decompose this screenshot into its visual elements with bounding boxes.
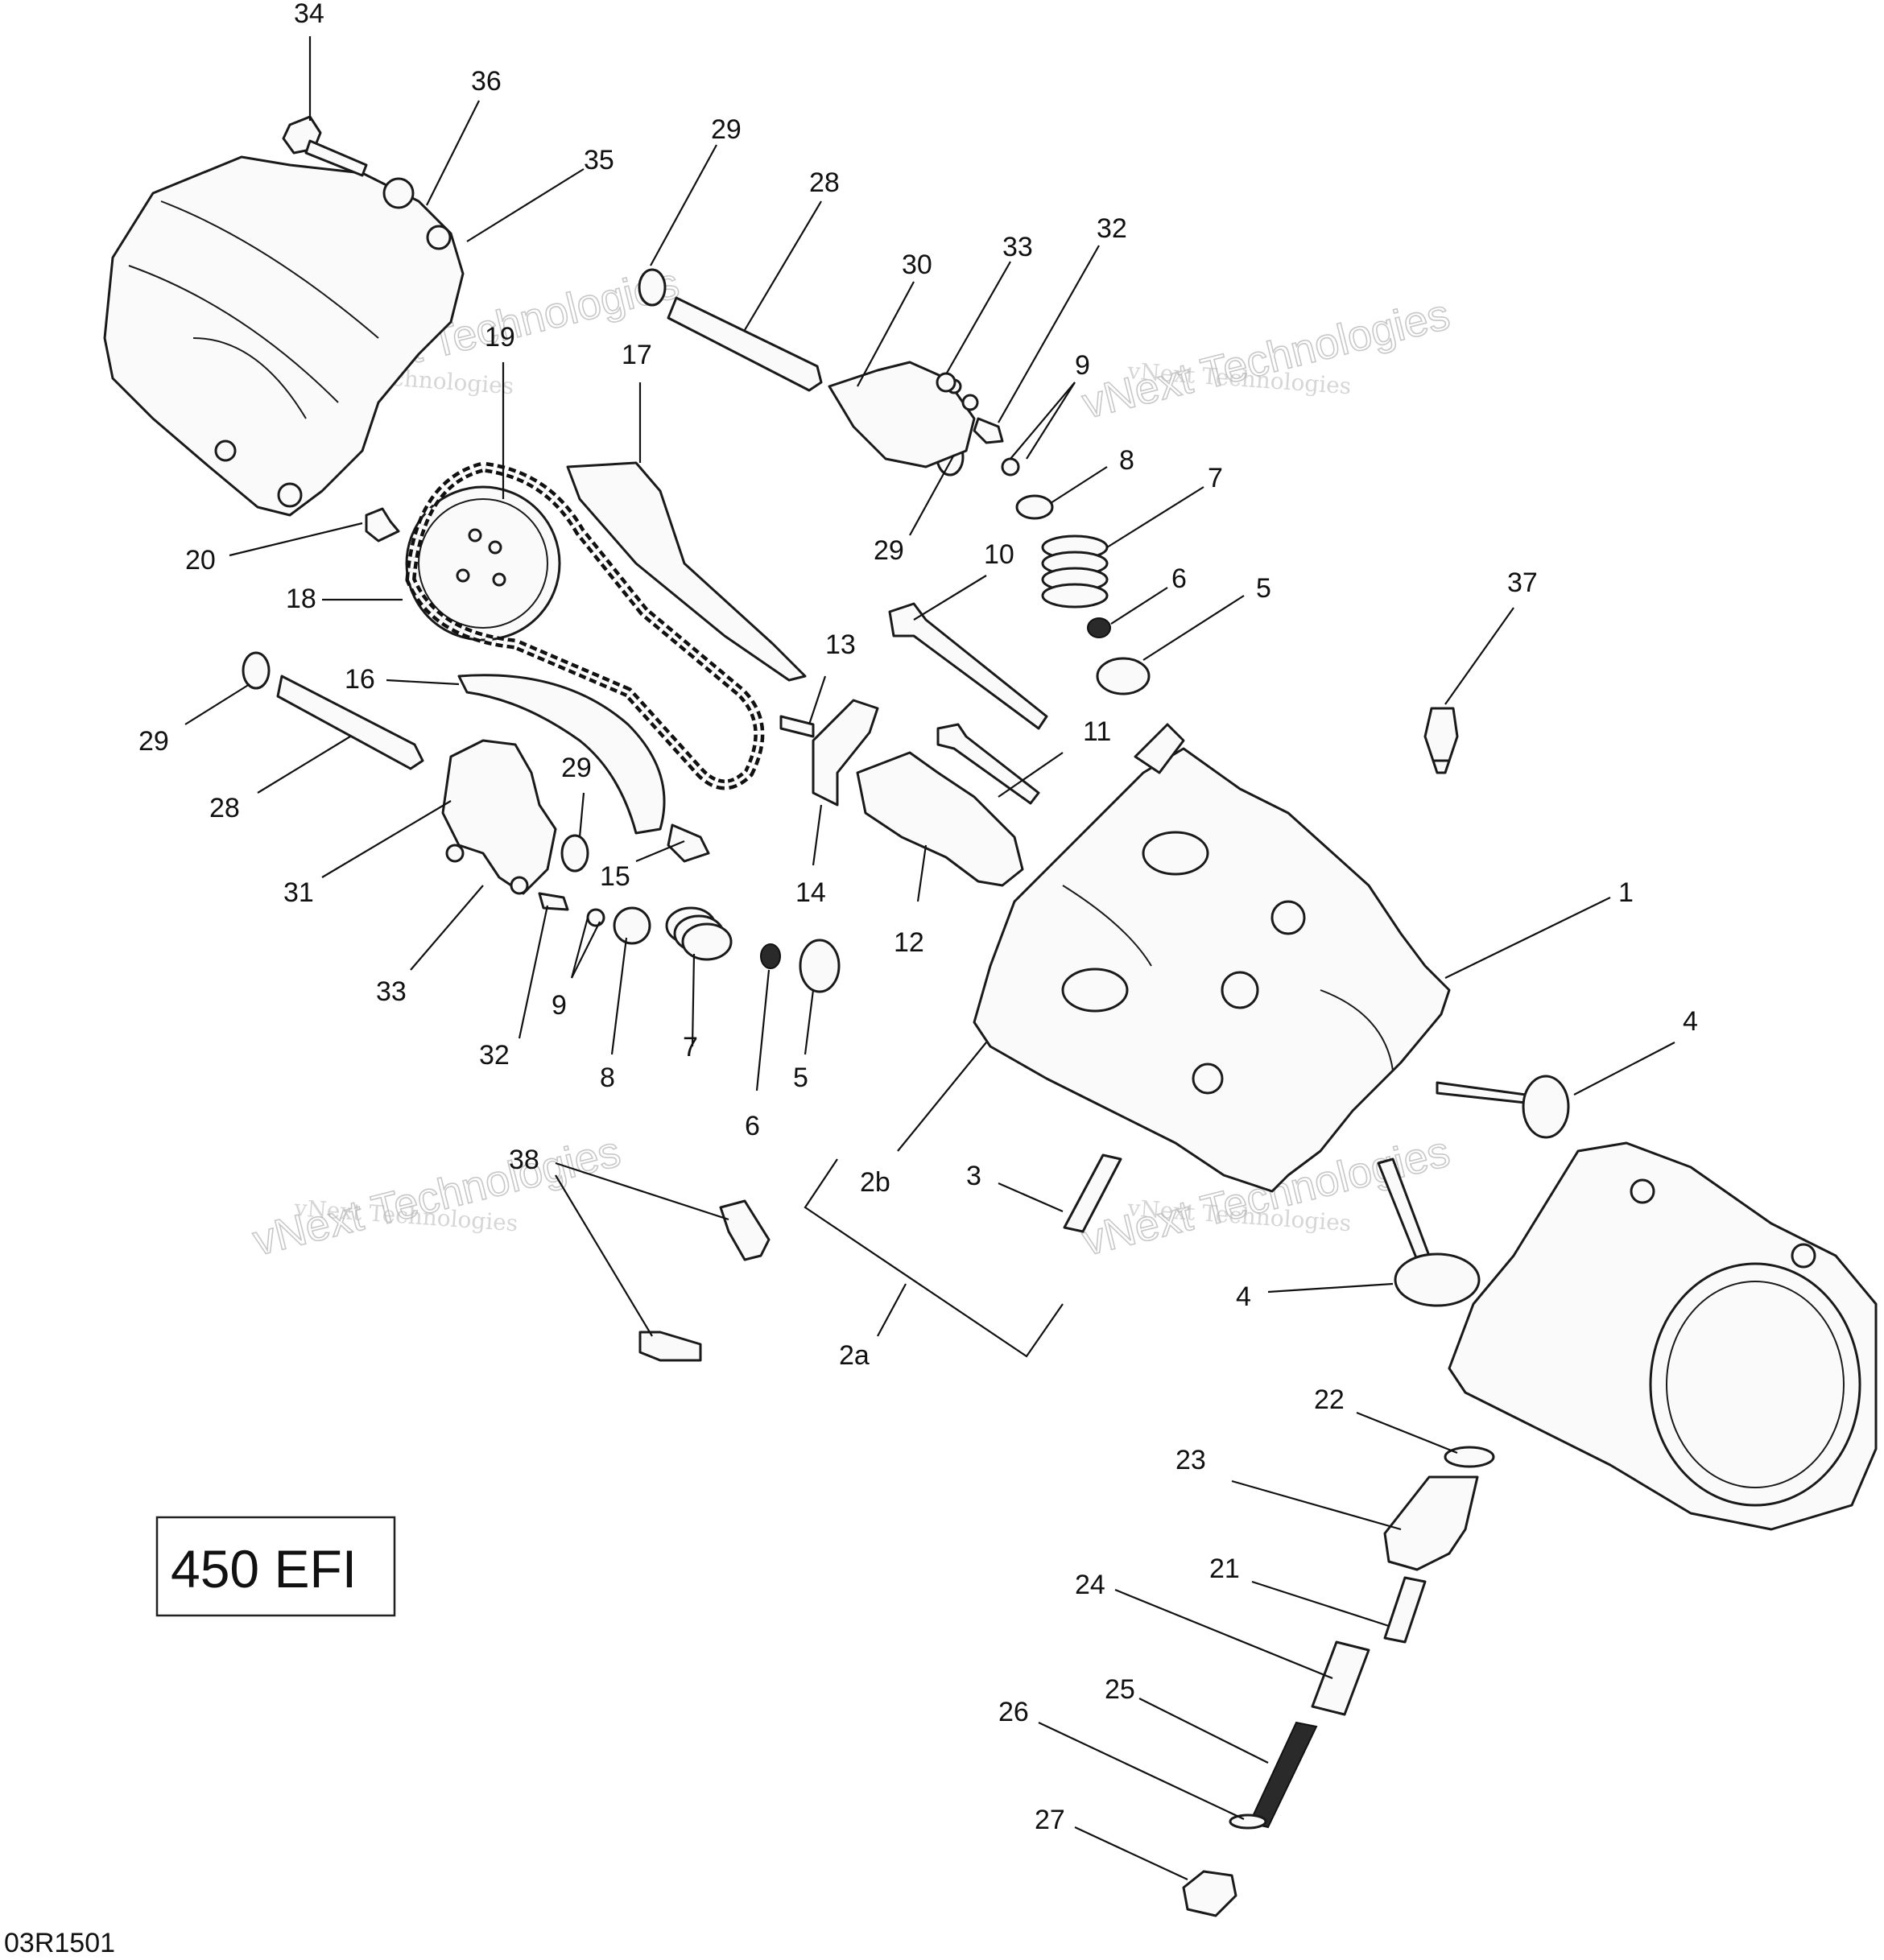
washer-30-d (560, 834, 589, 873)
timing-chain (405, 461, 765, 790)
valve-5 (1436, 1075, 1570, 1139)
callout-21: 20 (185, 545, 216, 576)
leader-lines (184, 36, 1675, 1880)
callout-8-a: 7 (1208, 463, 1223, 493)
callout-12: 11 (1083, 716, 1111, 747)
model-label-box: 450 EFI (155, 1516, 396, 1617)
callout-24: 23 (1175, 1445, 1206, 1475)
callout-7-b: 6 (745, 1111, 760, 1141)
callout-34-a: 33 (1002, 232, 1033, 262)
callout-34-b: 33 (376, 976, 407, 1007)
spring-26 (1248, 1721, 1318, 1829)
bolt-12 (936, 723, 1040, 805)
spark-plug (1423, 707, 1459, 774)
washer-30-c (242, 651, 271, 690)
callout-29-a: 28 (809, 167, 840, 198)
rocker-arm-lower (441, 739, 557, 895)
callout-20: 19 (485, 322, 515, 353)
callout-30-d: 29 (561, 753, 592, 783)
callout-25: 24 (1075, 1570, 1105, 1600)
callout-23: 22 (1314, 1384, 1345, 1415)
valve-4 (1377, 1157, 1481, 1307)
dowel-39-b (638, 1331, 702, 1362)
callout-1: 1 (1618, 877, 1634, 908)
callout-22: 21 (1209, 1554, 1240, 1584)
callout-37: 36 (471, 66, 502, 97)
callout-3: 3 (966, 1161, 981, 1191)
callout-8-b: 7 (683, 1032, 698, 1063)
retainer-9-b (613, 906, 651, 945)
spring-8-b (665, 906, 733, 961)
model-label: 450 EFI (171, 1539, 357, 1599)
callout-numbers: 34 36 35 29 28 30 33 32 9 8 7 6 5 29 10 … (138, 0, 1698, 1835)
pin-16 (667, 823, 710, 863)
callout-26: 25 (1105, 1674, 1135, 1705)
callout-10-a: 9 (1075, 350, 1090, 381)
seal-7-b (760, 943, 781, 969)
part-drawings (103, 115, 1878, 1917)
callout-27: 26 (998, 1697, 1029, 1727)
retainer-9-a (1015, 494, 1054, 520)
callout-15: 14 (795, 877, 826, 908)
callout-36: 35 (584, 145, 614, 175)
callout-5: 4 (1683, 1006, 1698, 1037)
bolt-11 (888, 602, 1048, 730)
callout-30-c: 29 (138, 726, 169, 757)
plate-15 (812, 699, 879, 807)
callout-13: 12 (894, 927, 924, 958)
callout-6-a: 5 (1256, 573, 1271, 604)
callout-9-b: 8 (600, 1063, 615, 1093)
camshaft (856, 751, 1024, 887)
rocker-shaft-lower (276, 675, 424, 770)
plug-28 (1182, 1870, 1237, 1917)
callout-7-a: 6 (1171, 563, 1187, 594)
callout-29-b: 28 (209, 793, 240, 823)
callout-38: 37 (1507, 567, 1538, 598)
washer-6-b (799, 939, 841, 993)
dowel-39-a (719, 1199, 771, 1261)
pin-14 (779, 715, 815, 738)
pin-22 (1383, 1576, 1427, 1644)
callout-2b: 2b (860, 1167, 890, 1198)
cam-sprocket (405, 485, 561, 642)
washer-6-a (1096, 657, 1151, 695)
callout-4: 4 (1236, 1281, 1251, 1312)
spring-8-a (1041, 534, 1109, 609)
figure-code: 03R1501 (4, 1928, 115, 1958)
callout-2a: 2a (839, 1340, 870, 1371)
callout-9-a: 8 (1119, 445, 1134, 476)
callout-16: 15 (600, 861, 630, 892)
callout-6-b: 5 (793, 1063, 808, 1093)
seal-7-a (1087, 617, 1111, 638)
cylinder-head (973, 723, 1451, 1193)
washer-30-a (638, 268, 667, 307)
callout-39: 38 (509, 1145, 539, 1175)
callout-10-b: 9 (552, 990, 567, 1021)
callout-30-b: 29 (874, 535, 904, 566)
callout-35: 34 (294, 0, 324, 29)
chain-guide (566, 461, 807, 682)
callout-17: 16 (345, 664, 375, 695)
callout-11: 10 (984, 539, 1014, 570)
callout-33-a: 32 (1097, 213, 1127, 244)
callout-18: 17 (622, 340, 652, 370)
tensioner-body (1383, 1475, 1479, 1571)
valve-cover (103, 155, 465, 517)
rocker-shaft-upper (667, 296, 823, 392)
callout-28: 27 (1035, 1805, 1065, 1835)
bolt-21 (365, 507, 400, 543)
bolt-35 (282, 115, 368, 177)
callout-19: 18 (286, 584, 316, 614)
callout-30-a: 29 (711, 114, 742, 145)
callout-14: 13 (825, 629, 856, 660)
plunger-25 (1311, 1640, 1370, 1716)
washer-27 (1229, 1814, 1267, 1830)
callout-33-b: 32 (479, 1040, 510, 1071)
callout-31: 30 (902, 250, 932, 280)
dowel-pin-3 (1063, 1153, 1122, 1233)
callout-32: 31 (283, 877, 314, 908)
cylinder (1448, 1141, 1878, 1531)
tensioner-blade (457, 674, 666, 835)
